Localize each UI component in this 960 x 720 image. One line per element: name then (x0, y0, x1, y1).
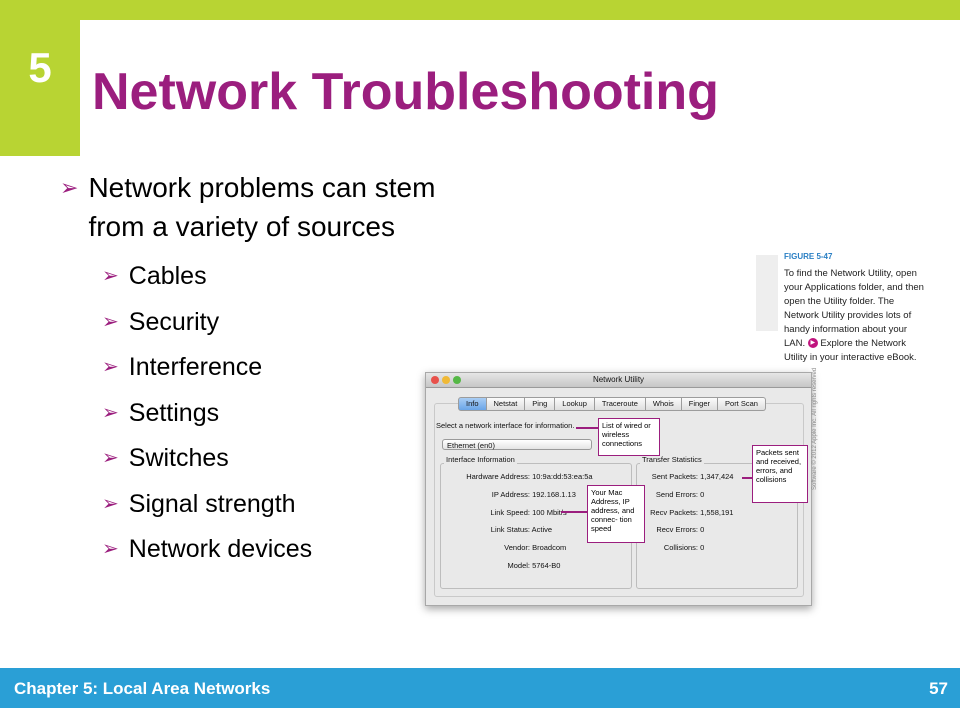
callout-connector (742, 477, 752, 479)
main-bullet: ➢ Network problems can stem from a varie… (60, 168, 480, 246)
info-value: 100 Mbit/s (532, 508, 567, 517)
arrow-bullet-icon: ➢ (102, 447, 119, 470)
interface-info-title: Interface Information (444, 455, 517, 464)
arrow-bullet-icon: ➢ (102, 310, 119, 333)
window-controls (431, 376, 461, 384)
stats-key: Recv Packets: (650, 508, 698, 517)
figure-caption-text: To find the Network Utility, open your A… (784, 268, 924, 349)
sub-bullet-text: Settings (128, 398, 220, 427)
arrow-bullet-icon: ➢ (102, 538, 119, 561)
sub-bullet: ➢ Network devices (102, 527, 480, 573)
stats-key: Send Errors: (655, 490, 698, 499)
tab-bar: Info Netstat Ping Lookup Traceroute Whoi… (458, 397, 766, 411)
window-title: Network Utility (592, 375, 645, 384)
stats-value: 0 (700, 525, 705, 534)
info-value: Active (531, 525, 553, 534)
info-key: Link Status: (490, 525, 530, 534)
info-row: Link Status: Active (438, 525, 552, 534)
footer-chapter: Chapter 5: Local Area Networks (14, 679, 271, 698)
info-row: Model: 5764-B0 (438, 561, 560, 570)
sub-bullet: ➢ Switches (102, 436, 480, 482)
interface-select-prompt: Select a network interface for informati… (436, 421, 575, 430)
stats-value: 0 (700, 543, 705, 552)
stats-key: Recv Errors: (656, 525, 698, 534)
callout-connector (576, 427, 598, 429)
info-value: Broadcom (532, 543, 567, 552)
play-icon[interactable]: ▶ (807, 338, 818, 349)
info-value: 192.168.1.13 (532, 490, 576, 499)
info-value: 10:9a:dd:53:ea:5a (532, 472, 593, 481)
info-key: Model: (507, 561, 530, 570)
minimize-icon[interactable] (442, 376, 450, 384)
info-key: Hardware Address: (466, 472, 530, 481)
sub-bullet: ➢ Signal strength (102, 482, 480, 528)
chapter-number: 5 (0, 20, 80, 156)
footer-bar (0, 668, 960, 708)
callout-mac-address: Your Mac Address, IP address, and connec… (587, 485, 645, 543)
arrow-bullet-icon: ➢ (102, 356, 119, 379)
callout-connector (561, 511, 587, 513)
sub-bullet-text: Switches (128, 444, 229, 473)
network-utility-window: Network Utility Info Netstat Ping Lookup… (425, 372, 812, 606)
info-row: IP Address: 192.168.1.13 (438, 490, 576, 499)
tab-port-scan[interactable]: Port Scan (718, 397, 766, 411)
main-bullet-text: Network problems can stem from a variety… (88, 172, 436, 242)
info-key: Vendor: (504, 543, 530, 552)
sub-bullet: ➢ Interference (102, 345, 480, 391)
figure-side-bar (756, 255, 778, 331)
sub-bullet-text: Cables (128, 262, 207, 291)
tab-lookup[interactable]: Lookup (555, 397, 595, 411)
figure-caption: To find the Network Utility, open your A… (784, 267, 924, 365)
arrow-bullet-icon: ➢ (102, 492, 119, 515)
tab-ping[interactable]: Ping (525, 397, 556, 411)
stats-key: Sent Packets: (651, 472, 698, 481)
tab-traceroute[interactable]: Traceroute (594, 397, 646, 411)
info-row: Vendor: Broadcom (438, 543, 566, 552)
sub-bullet: ➢ Settings (102, 391, 480, 437)
stats-row: Sent Packets: 1,347,424 (632, 472, 734, 481)
top-accent-bar (0, 0, 960, 20)
figure-caption-link: Explore the Network Utility in your inte… (784, 338, 917, 363)
sub-bullet-list: ➢ Cables ➢ Security ➢ Interference ➢ Setting… (102, 254, 480, 573)
window-titlebar: Network Utility (426, 373, 811, 388)
transfer-stats-title: Transfer Statistics (640, 455, 704, 464)
tab-info[interactable]: Info (458, 397, 487, 411)
info-key: IP Address: (491, 490, 530, 499)
callout-packets: Packets sent and received, errors, and c… (752, 445, 808, 503)
stats-key: Collisions: (663, 543, 698, 552)
bullet-list: ➢ Network problems can stem from a varie… (60, 168, 480, 573)
stats-value: 1,558,191 (700, 508, 734, 517)
page-number: 57 (929, 679, 948, 698)
stats-value: 0 (700, 490, 705, 499)
stats-value: 1,347,424 (700, 472, 734, 481)
zoom-icon[interactable] (453, 376, 461, 384)
info-key: Link Speed: (490, 508, 530, 517)
stats-row: Recv Packets: 1,558,191 (632, 508, 733, 517)
stats-row: Collisions: 0 (632, 543, 704, 552)
arrow-bullet-icon: ➢ (102, 265, 119, 288)
sub-bullet: ➢ Security (102, 300, 480, 346)
stats-row: Recv Errors: 0 (632, 525, 704, 534)
figure-label: FIGURE 5-47 (784, 252, 833, 261)
arrow-bullet-icon: ➢ (60, 175, 79, 200)
tab-whois[interactable]: Whois (645, 397, 682, 411)
close-icon[interactable] (431, 376, 439, 384)
tab-finger[interactable]: Finger (681, 397, 719, 411)
callout-connections: List of wired or wireless connections (598, 418, 660, 456)
sub-bullet: ➢ Cables (102, 254, 480, 300)
sub-bullet-text: Interference (128, 353, 263, 382)
info-row: Link Speed: 100 Mbit/s (438, 508, 567, 517)
info-row: Hardware Address: 10:9a:dd:53:ea:5a (438, 472, 593, 481)
copyright-notice: Software © 2012 Apple Inc. All rights re… (812, 367, 818, 490)
tab-netstat[interactable]: Netstat (486, 397, 526, 411)
stats-row: Send Errors: 0 (632, 490, 704, 499)
sub-bullet-text: Security (128, 307, 220, 336)
arrow-bullet-icon: ➢ (102, 401, 119, 424)
page-title: Network Troubleshooting (92, 63, 719, 121)
info-value: 5764-B0 (532, 561, 561, 570)
sub-bullet-text: Network devices (128, 535, 313, 564)
sub-bullet-text: Signal strength (128, 489, 296, 518)
interface-dropdown[interactable]: Ethernet (en0) (442, 439, 592, 450)
